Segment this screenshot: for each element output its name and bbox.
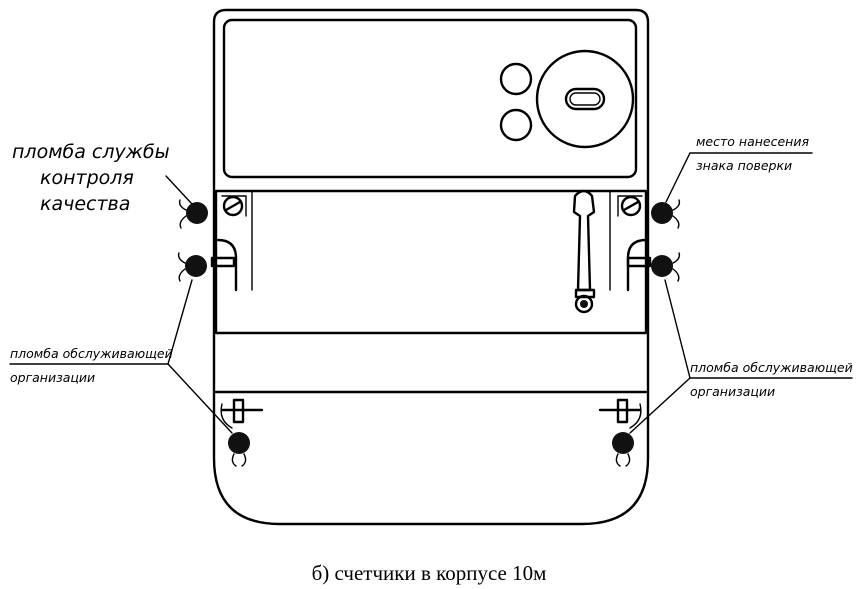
antenna-body (572, 189, 596, 292)
indicator-bottom-circle (499, 108, 533, 142)
middle-left-latch (210, 238, 238, 292)
seal-quality-left (178, 199, 208, 229)
label-service-left-line2: организации (10, 370, 95, 385)
antenna-nut (574, 294, 594, 314)
meter-housing-outline (212, 8, 650, 526)
optical-port-ring (535, 49, 635, 149)
terminal-cover (214, 189, 648, 335)
bottom-right-latch (598, 398, 642, 429)
bottom-left-latch (220, 398, 264, 429)
label-service-right-line2: организации (690, 384, 775, 399)
antenna-nut-core (580, 300, 588, 308)
label-quality-seal-line1: пломба службы (12, 141, 170, 163)
label-service-left-line1: пломба обслуживающей (10, 346, 173, 361)
middle-right-latch (626, 238, 652, 292)
leader-quality (165, 175, 193, 205)
leader-service-left-b (167, 363, 233, 434)
label-service-right-line1: пломба обслуживающей (690, 360, 853, 375)
optical-port-slot-inner (569, 92, 601, 106)
display-window (222, 18, 638, 179)
seal-verification-right (651, 199, 681, 229)
optical-port-slot (564, 87, 606, 111)
label-verification-line2: знака поверки (696, 158, 792, 173)
figure-caption: б) счетчики в корпусе 10м (312, 561, 547, 585)
leader-verification (665, 152, 813, 203)
seal-service-middle-right (651, 252, 681, 282)
seal-service-middle-left (177, 252, 207, 282)
label-quality-seal-line3: качества (40, 193, 130, 215)
label-verification-line1: место нанесения (696, 134, 809, 149)
top-left-screw (221, 195, 247, 217)
seal-service-bottom-right (612, 432, 634, 467)
label-quality-seal-line2: контроля (40, 167, 134, 189)
leader-service-right-b (629, 377, 691, 434)
seal-service-bottom-left (228, 432, 250, 467)
top-right-screw (617, 195, 643, 217)
indicator-top-circle (499, 62, 533, 96)
